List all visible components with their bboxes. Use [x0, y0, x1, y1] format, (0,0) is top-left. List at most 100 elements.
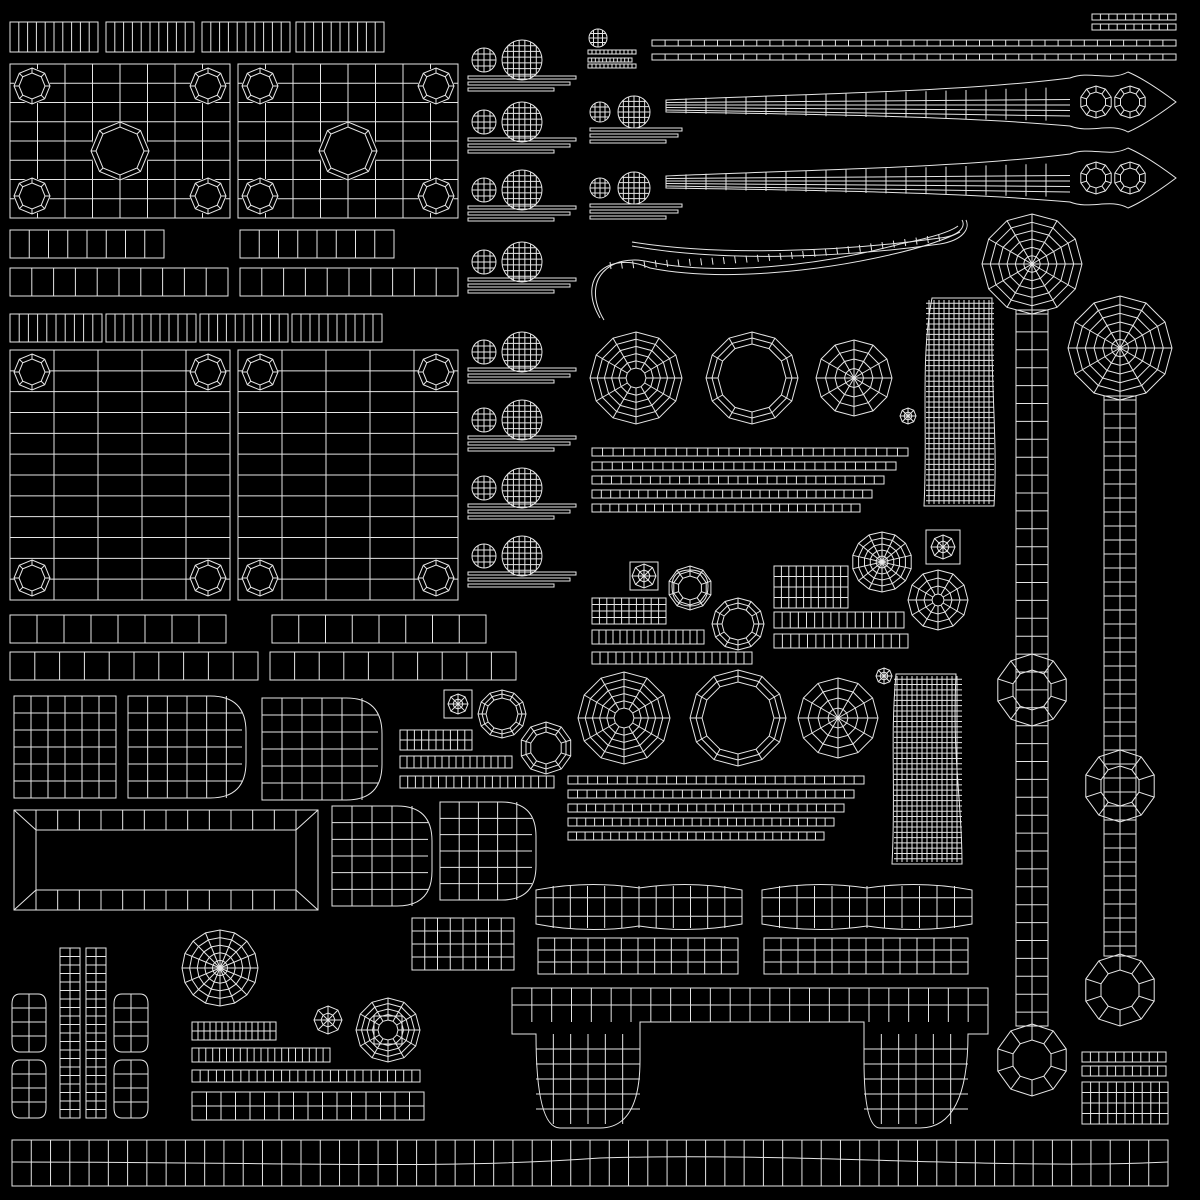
- uv-edge: [445, 205, 449, 209]
- uv-edge-box: [468, 516, 554, 519]
- uv-edge: [853, 555, 882, 562]
- uv-edge: [217, 73, 221, 77]
- uv-edge-box: [468, 584, 554, 587]
- uv-hole: [14, 68, 50, 104]
- uv-pole-a-top: [982, 214, 1082, 314]
- uv-edge: [247, 565, 251, 569]
- uv-edge: [878, 670, 884, 676]
- uv-strip-f: [240, 230, 394, 258]
- uv-edge-box: [468, 442, 570, 445]
- uv-edge-box: [468, 150, 554, 153]
- uv-pole-a-ring: [998, 654, 1066, 726]
- uv-sphere-strips-2: [468, 206, 576, 221]
- uv-edge: [1115, 97, 1121, 99]
- uv-mid-rounded-a-ring: [669, 566, 711, 610]
- uv-edge: [596, 383, 627, 401]
- uv-lmid-rounded-ring: [521, 722, 570, 774]
- uv-edge: [1094, 348, 1120, 393]
- uv-hole: [319, 122, 377, 180]
- uv-edge: [943, 539, 951, 547]
- uv-edge: [445, 587, 449, 591]
- uv-edge: [458, 697, 465, 704]
- uv-edge: [247, 359, 251, 363]
- uv-edge: [1094, 303, 1120, 348]
- uv-edge: [1081, 97, 1087, 99]
- uv-edge-path: [762, 884, 972, 929]
- uv-edge: [423, 73, 427, 77]
- uv-capsule-3: [114, 1060, 148, 1118]
- uv-edge: [1044, 1076, 1053, 1089]
- uv-sphere-strips-6: [468, 504, 576, 519]
- uv-strip-d: [296, 22, 384, 52]
- uv-curve-wire-b: [592, 226, 960, 320]
- uv-edge: [458, 704, 465, 711]
- uv-lmid-strip-b: [400, 776, 554, 788]
- uv-edge: [365, 130, 369, 134]
- uv-edge: [1044, 1031, 1053, 1044]
- uv-edge-path: [114, 1060, 148, 1118]
- uv-hole: [14, 354, 50, 390]
- uv-edge: [99, 130, 103, 134]
- uv-sphere-strips-7: [468, 572, 576, 587]
- uv-edge-box: [468, 206, 576, 209]
- uv-edge-box: [926, 530, 960, 564]
- uv-hole-mask: [91, 122, 149, 180]
- uv-strip-b: [106, 22, 194, 52]
- uv-edge: [247, 95, 251, 99]
- uv-strip-n: [272, 615, 486, 643]
- uv-edge: [1140, 181, 1146, 183]
- uv-edge: [715, 632, 724, 637]
- uv-thin-tag-a: [1092, 14, 1176, 20]
- uv-lmid-ring-a: [478, 690, 526, 738]
- uv-disc2-strip-3: [568, 818, 834, 826]
- uv-dcap-d: [440, 802, 536, 900]
- uv-edge: [217, 95, 221, 99]
- uv-ring: [502, 536, 542, 576]
- uv-edge: [318, 1010, 328, 1020]
- uv-bumper-strip-a: [538, 938, 738, 974]
- uv-edge: [939, 234, 940, 241]
- uv-edge: [296, 810, 318, 830]
- uv-edge-box: [468, 218, 554, 221]
- uv-edge-box: [590, 216, 666, 219]
- uv-pole-b: [1068, 296, 1172, 1026]
- uv-edge: [678, 259, 679, 266]
- uv-edge-box: [468, 374, 570, 377]
- uv-ring: [502, 468, 542, 508]
- uv-edge: [902, 410, 908, 416]
- uv-strip-k: [200, 314, 288, 342]
- uv-edge: [689, 259, 690, 266]
- uv-edge: [584, 723, 615, 741]
- uv-edge: [1032, 221, 1057, 264]
- uv-edge: [666, 100, 1070, 103]
- uv-strip-p: [270, 652, 516, 680]
- uv-sphere-large-2: [502, 170, 542, 210]
- uv-edge: [41, 587, 45, 591]
- uv-edge: [397, 1014, 416, 1025]
- uv-hole: [190, 178, 226, 214]
- uv-edge: [1102, 186, 1106, 191]
- uv-edge-box: [590, 210, 678, 213]
- uv-strip-a: [10, 22, 98, 52]
- uv-edge: [195, 205, 199, 209]
- uv-edge: [531, 761, 537, 769]
- uv-panel-top-right: [238, 64, 458, 218]
- uv-strip-g: [10, 268, 228, 296]
- uv-hole: [190, 68, 226, 104]
- uv-edge-box: [468, 278, 576, 281]
- uv-edge: [998, 679, 1013, 684]
- uv-edge: [1081, 105, 1087, 107]
- uv-dcap-b: [262, 698, 382, 800]
- uv-edge: [725, 601, 730, 610]
- uv-hole: [242, 354, 278, 390]
- uv-edge: [1087, 186, 1091, 191]
- uv-edge: [372, 1002, 383, 1021]
- uv-edge: [328, 1010, 338, 1020]
- uv-edge: [220, 953, 255, 968]
- uv-bench: [512, 988, 988, 1128]
- uv-edge-box: [630, 562, 658, 590]
- uv-edge: [397, 1035, 416, 1046]
- uv-edge: [451, 697, 458, 704]
- uv-edge: [998, 696, 1013, 701]
- uv-edge: [1136, 89, 1140, 94]
